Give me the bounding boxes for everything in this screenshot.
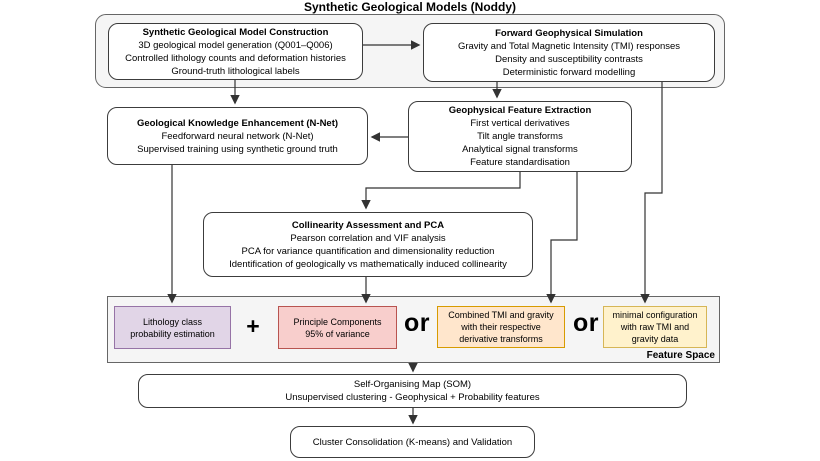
node-title: Forward Geophysical Simulation: [495, 27, 643, 39]
feature-option-principal-components: Principle Components 95% of variance: [278, 306, 397, 349]
node-title: Geophysical Feature Extraction: [448, 105, 592, 116]
node-line: Feedforward neural network (N-Net): [161, 130, 314, 142]
option-line: Combined TMI and gravity: [448, 310, 554, 320]
node-line: Pearson correlation and VIF analysis: [290, 232, 446, 244]
node-title: Synthetic Geological Model Construction: [142, 26, 329, 38]
option-line: gravity data: [631, 334, 679, 344]
node-line: Identification of geologically vs mathem…: [229, 258, 507, 270]
node-line: Feature standardisation: [470, 157, 570, 168]
node-line: Supervised training using synthetic grou…: [137, 143, 338, 155]
node-line: Ground-truth lithological labels: [171, 65, 300, 77]
arrow-feature-extraction-to-combined-box: [546, 172, 578, 304]
node-som: Self-Organising Map (SOM) Unsupervised c…: [138, 374, 687, 408]
option-line: with raw TMI and: [620, 322, 690, 332]
option-line: Lithology class: [142, 316, 203, 327]
feature-option-lithology-probability: Lithology class probability estimation: [114, 306, 231, 349]
node-line: PCA for variance quantification and dime…: [241, 245, 495, 257]
option-line: 95% of variance: [305, 328, 370, 339]
feature-space-label: Feature Space: [646, 350, 715, 361]
node-forward-simulation: Forward Geophysical Simulation Gravity a…: [423, 23, 715, 82]
node-line: Unsupervised clustering - Geophysical + …: [285, 392, 540, 403]
node-synthetic-model-construction: Synthetic Geological Model Construction …: [108, 23, 363, 80]
node-line: First vertical derivatives: [470, 118, 570, 129]
option-line: derivative transforms: [459, 334, 543, 344]
option-line: with their respective: [461, 322, 541, 332]
node-cluster-consolidation: Cluster Consolidation (K-means) and Vali…: [290, 426, 535, 458]
node-line: Controlled lithology counts and deformat…: [125, 52, 346, 64]
feature-option-minimal-configuration: minimal configuration with raw TMI and g…: [603, 306, 707, 348]
arrow-forward-to-minimal-box: [640, 82, 663, 304]
arrow-feature-extraction-to-collinearity: [361, 172, 521, 210]
node-line: Tilt angle transforms: [477, 131, 563, 142]
option-line: minimal configuration: [612, 310, 698, 320]
node-feature-extraction: Geophysical Feature Extraction First ver…: [408, 101, 632, 172]
node-line: Gravity and Total Magnetic Intensity (TM…: [457, 40, 681, 52]
or-operator: or: [404, 309, 430, 337]
diagram-title: Synthetic Geological Models (Noddy): [303, 0, 517, 14]
node-line: Deterministic forward modelling: [502, 66, 636, 78]
node-knowledge-enhancement: Geological Knowledge Enhancement (N-Net)…: [107, 107, 368, 165]
option-line: probability estimation: [130, 328, 215, 339]
node-line: Analytical signal transforms: [462, 144, 578, 155]
node-title: Collinearity Assessment and PCA: [291, 219, 445, 231]
feature-option-combined-tmi-gravity: Combined TMI and gravity with their resp…: [437, 306, 565, 348]
node-collinearity-pca: Collinearity Assessment and PCA Pearson …: [203, 212, 533, 277]
node-line: Self-Organising Map (SOM): [353, 379, 472, 390]
node-line: 3D geological model generation (Q001–Q00…: [138, 39, 333, 51]
option-line: Principle Components: [293, 316, 382, 327]
node-title: Geological Knowledge Enhancement (N-Net): [136, 117, 339, 129]
plus-operator: +: [246, 313, 260, 339]
or-operator: or: [573, 309, 599, 337]
node-line: Density and susceptibility contrasts: [495, 53, 643, 65]
node-line: Cluster Consolidation (K-means) and Vali…: [312, 436, 513, 448]
